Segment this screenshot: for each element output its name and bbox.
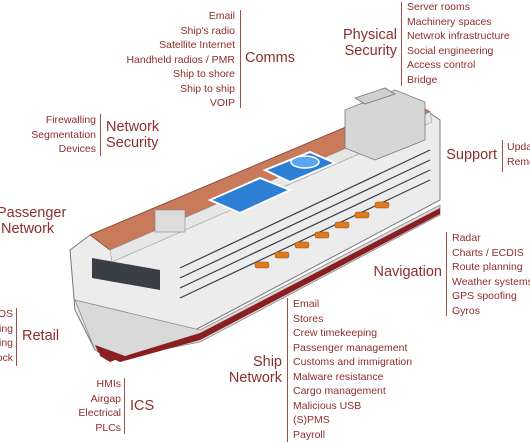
- physical-security-item: Social engineering: [407, 44, 494, 57]
- ics-item: Airgap: [90, 392, 121, 405]
- comms-items: Email Ship's radio Satellite Internet Ha…: [126, 9, 235, 111]
- network-security-item: Devices: [58, 143, 96, 155]
- hull-side: [74, 204, 441, 361]
- navigation-item: Weather systems: [452, 275, 530, 288]
- support-divider: [502, 140, 503, 172]
- retail-divider: [16, 308, 17, 366]
- network-security-item: Firewalling: [45, 114, 96, 126]
- bow-structure: [154, 209, 186, 233]
- physical-security-divider: [401, 2, 402, 86]
- retail-item: ing: [0, 337, 13, 349]
- navigation-item: Charts / ECDIS: [452, 246, 524, 259]
- navigation-item: Route planning: [452, 261, 523, 273]
- pool-round: [290, 155, 320, 169]
- ship-network-item: (S)PMS: [293, 414, 330, 426]
- ics-divider: [124, 378, 125, 434]
- ship-network-item: Payroll: [293, 428, 326, 441]
- retail-title: Retail: [22, 328, 60, 344]
- physical-security-item: Access control: [407, 59, 476, 71]
- physical-security-items: Server rooms Machinery spaces Netwrok in…: [407, 0, 510, 87]
- physical-security-item: Machinery spaces: [407, 15, 492, 28]
- navigation-title: Navigation: [373, 264, 442, 280]
- ship-network-item: Malicious USB: [293, 399, 362, 412]
- comms-item: Ship to shore: [173, 68, 235, 80]
- comms-item: VOIP: [209, 97, 235, 109]
- support-item: Remo: [507, 155, 530, 168]
- ship-network-items: Email Stores Crew timekeeping Passenger …: [293, 297, 412, 442]
- navigation-item: Radar: [452, 232, 481, 244]
- physical-security-item: Server rooms: [407, 1, 471, 13]
- comms-item: Handheld radios / PMR: [126, 53, 235, 66]
- pool-main: [207, 176, 293, 215]
- retail-items: OS ing ing ock: [0, 307, 13, 365]
- lifeboats: [254, 201, 390, 269]
- physical-security-item: Netwrok infrastructure: [407, 30, 510, 42]
- navigation-divider: [446, 232, 447, 316]
- support-title: Support: [446, 147, 497, 163]
- comms-item: Email: [208, 10, 235, 22]
- network-security-items: Firewalling Segmentation Devices: [31, 113, 96, 157]
- navigation-item: GPS spoofing: [452, 290, 517, 302]
- retail-item: ing: [0, 322, 13, 335]
- navigation-item: Gyros: [452, 304, 481, 317]
- comms-item: Satellite Internet: [159, 39, 235, 51]
- window-rows: [179, 149, 431, 299]
- ship-network-divider: [287, 298, 288, 442]
- support-item: Upda: [507, 141, 530, 153]
- comms-title: Comms: [245, 50, 295, 66]
- bow-windows: [92, 258, 160, 290]
- comms-item: Ship's radio: [180, 24, 235, 37]
- bridge-superstructure: [344, 89, 426, 161]
- ship-network-item: Email: [293, 298, 320, 310]
- ics-item: HMIs: [96, 378, 122, 390]
- retail-item: OS: [0, 308, 13, 320]
- ship-network-item: Stores: [293, 312, 324, 325]
- comms-item: Ship to ship: [180, 82, 235, 95]
- ship-network-item: Passenger management: [293, 341, 408, 354]
- ship-network-item: Customs and immigration: [293, 356, 413, 368]
- network-security-divider: [100, 114, 101, 156]
- network-security-item: Segmentation: [31, 128, 96, 141]
- ics-item: PLCs: [95, 421, 121, 434]
- ship-network-item: Malware resistance: [293, 370, 384, 383]
- funnel: [354, 87, 396, 105]
- ics-items: HMIs Airgap Electrical PLCs: [78, 377, 121, 435]
- ics-title: ICS: [130, 398, 155, 414]
- support-items: Upda Remo: [507, 140, 530, 169]
- ics-item: Electrical: [78, 407, 121, 419]
- comms-divider: [240, 10, 241, 108]
- ship-network-item: Crew timekeeping: [293, 327, 378, 339]
- navigation-items: Radar Charts / ECDIS Route planning Weat…: [452, 231, 530, 318]
- retail-item: ock: [0, 351, 13, 364]
- physical-security-item: Bridge: [407, 73, 438, 86]
- ship-network-item: Cargo management: [293, 385, 386, 397]
- bow-keel: [98, 346, 120, 362]
